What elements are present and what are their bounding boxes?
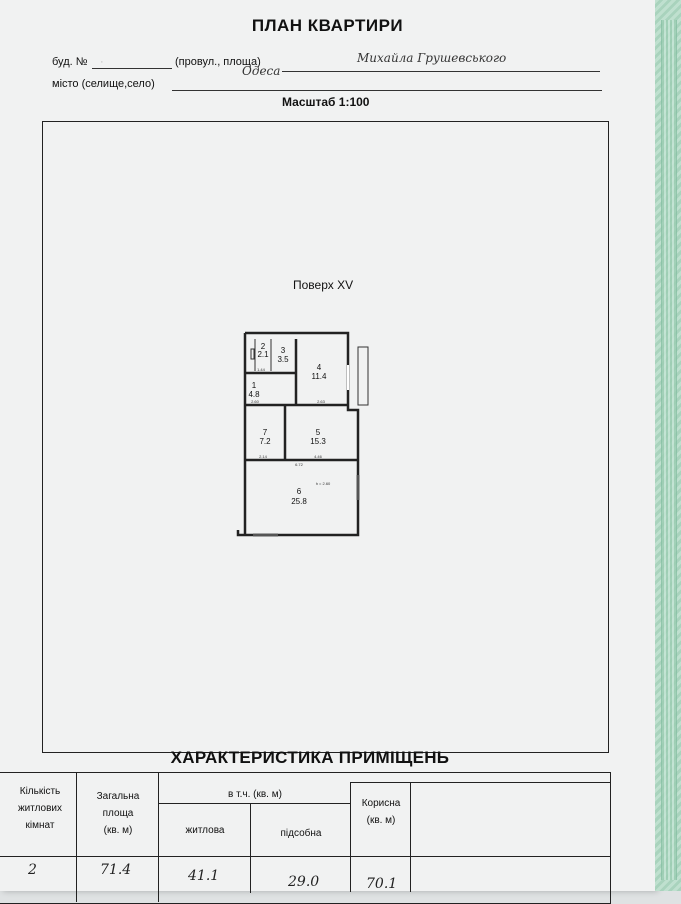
building-label: буд. № [52, 56, 88, 68]
room-number: 1 [252, 381, 257, 390]
plan-document: ПЛАН КВАРТИРИ буд. № · (провул., площа) … [0, 0, 655, 904]
street-label: (провул., площа) [175, 56, 261, 68]
value-useful: 70.1 [366, 876, 398, 892]
dimension: 6.72 [295, 462, 304, 467]
background-document [655, 0, 681, 891]
room-area: 11.4 [312, 372, 328, 381]
value-living: 41.1 [188, 868, 220, 884]
room-number: 2 [261, 342, 266, 351]
room-area: 3.5 [277, 355, 289, 364]
col-living-label: житлова [185, 825, 225, 836]
value-aux: 29.0 [288, 874, 320, 890]
col-incl-label: в т.ч. (кв. м) [228, 789, 282, 800]
street-value: Михайла Грушевського [357, 51, 507, 65]
value-rooms: 2 [28, 862, 37, 878]
building-number: · [100, 56, 104, 68]
scale-label: Масштаб 1:100 [282, 95, 370, 109]
dimension: 2.14 [259, 454, 268, 459]
street-rule [282, 71, 600, 72]
city-value: Одеса [242, 64, 281, 78]
plan-frame [42, 121, 609, 753]
col-aux-label: підсобна [280, 828, 322, 839]
room-area: 7.2 [259, 437, 271, 446]
dimension: h = 2.60 [316, 481, 331, 486]
room-number: 7 [263, 428, 268, 437]
room-number: 3 [281, 346, 286, 355]
room-area: 4.8 [248, 390, 260, 399]
dimension: 1.44 [257, 367, 266, 372]
dimension: 2.63 [317, 399, 326, 404]
room-number: 4 [317, 363, 322, 372]
room-number: 5 [316, 428, 321, 437]
col-useful-label: Корисна [361, 798, 401, 809]
city-label: місто (селище,село) [52, 78, 155, 90]
col-rooms-label: Кількість [19, 786, 61, 797]
document-title: ПЛАН КВАРТИРИ [251, 16, 404, 35]
city-rule [172, 90, 602, 91]
table-title: ХАРАКТЕРИСТИКА ПРИМІЩЕНЬ [170, 748, 450, 767]
room-area: 15.3 [310, 437, 326, 446]
col-total-label: Загальна [96, 791, 140, 802]
dimension: 2.60 [251, 399, 260, 404]
building-rule [92, 68, 172, 69]
value-total: 71.4 [100, 862, 132, 878]
floor-label: Поверх XV [293, 278, 354, 292]
dimension: 4.46 [314, 454, 323, 459]
floor-plan: 1 4.8 2 2.1 3 3.5 4 11.4 5 15.3 6 25.8 7… [236, 331, 369, 537]
room-area: 25.8 [291, 497, 307, 506]
room-area: 2.1 [257, 350, 269, 359]
room-number: 6 [297, 487, 302, 496]
